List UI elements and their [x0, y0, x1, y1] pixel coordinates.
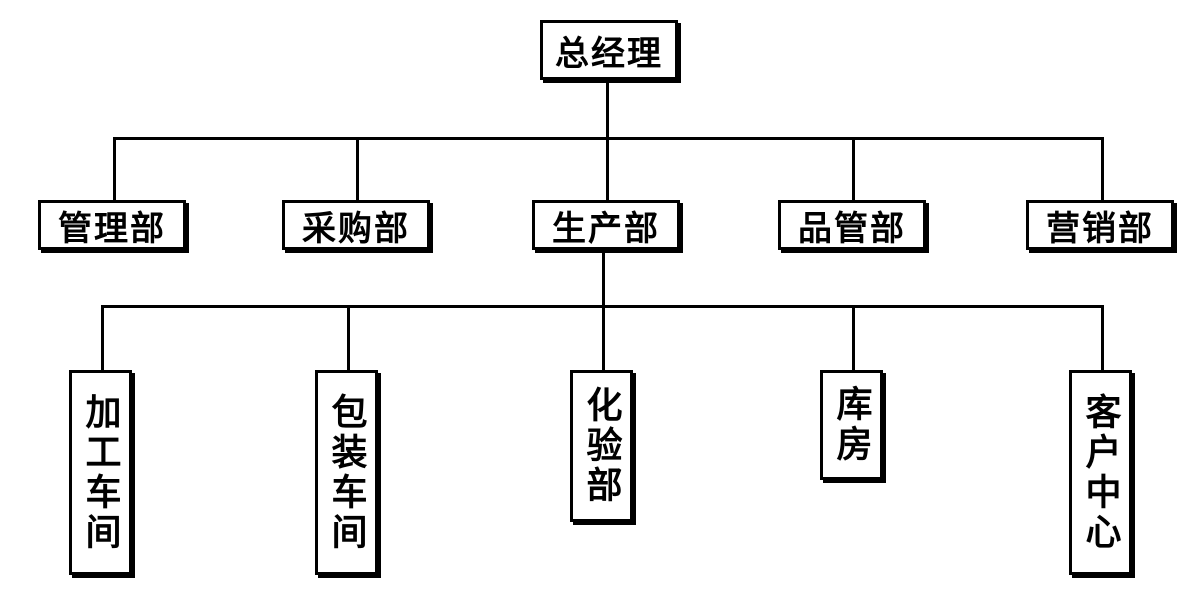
connector-top-vertical [606, 80, 609, 138]
general-manager-box: 总经理 [540, 20, 678, 80]
dept-box-production: 生产部 [532, 200, 680, 250]
connector-dept-3 [606, 137, 609, 201]
unit-label: 加工车间 [79, 392, 122, 553]
connector-dept-2 [356, 137, 359, 201]
connector-production-vertical [602, 250, 605, 306]
unit-label: 客户中心 [1079, 392, 1122, 553]
connector-unit-5 [1101, 305, 1104, 371]
unit-box-warehouse: 库房 [820, 370, 883, 480]
connector-dept-4 [852, 137, 855, 201]
dept-label: 管理部 [58, 208, 166, 249]
dept-box-management: 管理部 [38, 200, 186, 250]
dept-label: 营销部 [1046, 208, 1154, 249]
connector-dept-1 [113, 137, 116, 201]
connector-unit-1 [101, 305, 104, 371]
dept-label: 采购部 [302, 208, 410, 249]
unit-box-lab: 化验部 [570, 370, 633, 522]
unit-box-packaging-workshop: 包装车间 [315, 370, 378, 575]
connector-dept-5 [1101, 137, 1104, 201]
dept-box-purchasing: 采购部 [282, 200, 430, 250]
general-manager-label: 总经理 [555, 33, 663, 74]
dept-label: 品管部 [798, 208, 906, 249]
unit-label: 库房 [830, 385, 873, 465]
unit-box-processing-workshop: 加工车间 [69, 370, 132, 575]
dept-label: 生产部 [552, 208, 660, 249]
connector-unit-3 [602, 305, 605, 371]
dept-box-marketing: 营销部 [1026, 200, 1174, 250]
unit-label: 化验部 [580, 386, 623, 506]
connector-unit-4 [852, 305, 855, 371]
unit-box-customer-center: 客户中心 [1069, 370, 1132, 575]
connector-unit-2 [347, 305, 350, 371]
dept-box-quality: 品管部 [778, 200, 926, 250]
unit-label: 包装车间 [325, 392, 368, 553]
